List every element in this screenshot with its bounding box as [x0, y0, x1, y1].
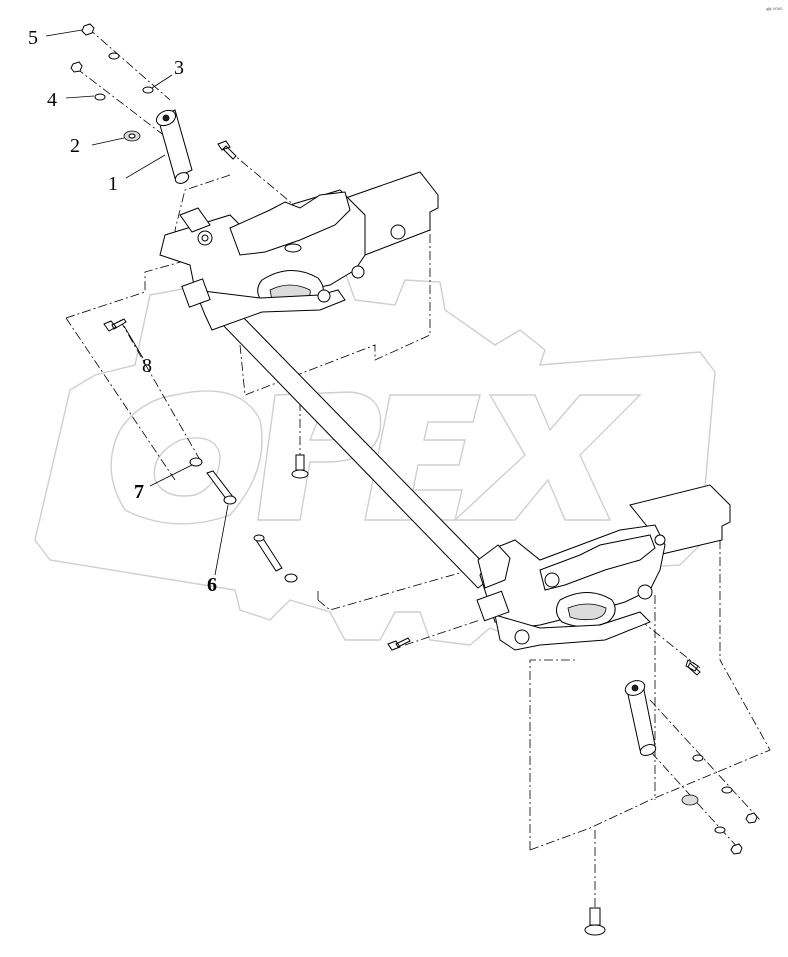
lower-bracket-assembly	[476, 484, 731, 651]
lower-pin-icon	[255, 536, 283, 572]
upper-bracket-nut	[351, 265, 365, 279]
bottom-bolt-icon	[589, 907, 601, 926]
bolt-8-icon	[103, 318, 127, 332]
callout-5: 5	[28, 27, 38, 49]
upper-arm-bolt-head	[317, 289, 331, 303]
lower-plane-outline	[317, 540, 771, 851]
lower-nut-2	[730, 843, 743, 855]
nut-4-icon	[70, 61, 83, 73]
reference-planes	[65, 27, 771, 910]
bolt-top-icon	[217, 140, 237, 160]
leader-3	[151, 74, 173, 89]
leader-2	[91, 137, 125, 146]
axis-nut-4	[75, 67, 171, 141]
leader-lines	[45, 29, 229, 576]
upper-bracket-slot	[284, 243, 302, 253]
lower-pivot-bushing	[476, 590, 510, 622]
lower-frame-bolt	[654, 534, 666, 546]
bushing-2-hole	[128, 133, 136, 139]
lower-pin-washer	[284, 573, 298, 583]
callout-8: 8	[142, 355, 152, 377]
leader-1	[125, 154, 166, 179]
leader-4	[65, 95, 95, 99]
leader-5	[45, 29, 83, 37]
upper-shock-mount-eye-inner	[201, 234, 209, 242]
callout-2: 2	[70, 135, 80, 157]
lower-bracket-hole-2	[637, 584, 653, 600]
lower-shock-absorber	[584, 659, 758, 936]
washer-4-icon	[94, 93, 106, 101]
leader-6	[214, 504, 229, 576]
upper-pivot-bushing	[181, 278, 211, 308]
lower-arm-nut	[514, 629, 530, 645]
lower-air-spring-band	[567, 603, 607, 621]
washer-near-5-icon	[108, 52, 120, 60]
upper-shock-top-bushing	[162, 114, 170, 122]
axis-bolt-8	[119, 319, 201, 461]
axis-bolt-lower-left	[404, 619, 481, 646]
callouts: 5 4 3 2 1 8 7 6	[28, 27, 217, 596]
lower-washer-1	[692, 754, 704, 762]
pin-6-head	[223, 495, 237, 505]
nut-5-icon	[81, 23, 95, 36]
center-bolt-icon	[295, 454, 305, 471]
bottom-bolt-head	[584, 924, 606, 936]
lower-trailing-arm	[494, 611, 651, 651]
upper-shock-mount-tab	[179, 207, 211, 233]
watermark-letter-o	[110, 390, 263, 525]
lower-left-bolt-icon	[387, 637, 411, 651]
right-bolt-icon	[685, 659, 701, 676]
lower-bracket-hole-1	[544, 572, 560, 588]
callout-4: 4	[47, 89, 57, 111]
axis-bolt-top	[227, 149, 301, 211]
center-bolt-head	[291, 469, 309, 479]
upper-bracket-hole	[390, 224, 406, 240]
lower-shock-bottom-eye	[639, 744, 657, 756]
axis-bolt-right	[639, 619, 701, 669]
callout-6: 6	[207, 574, 217, 596]
lower-pin-head	[253, 534, 265, 542]
washer-7-icon	[189, 457, 203, 467]
axis-nut-5	[87, 27, 171, 101]
upper-trailing-arm	[194, 289, 346, 331]
watermark-letter-x	[453, 394, 642, 521]
lower-nut-1	[745, 812, 758, 824]
lower-bracket-tab	[477, 544, 511, 589]
lower-bushing	[681, 794, 699, 806]
lower-washer-2	[721, 786, 733, 794]
callout-1: 1	[108, 173, 118, 195]
axis-lower-shock-hardware	[649, 699, 761, 821]
upper-shock-bottom-eye	[174, 172, 190, 184]
lower-washer-3	[714, 826, 726, 834]
leader-7	[149, 464, 193, 487]
callout-7: 7	[134, 481, 144, 503]
lower-shock-top-bushing	[631, 684, 639, 692]
lower-bracket-plate	[539, 534, 656, 591]
corner-mark: ᵃᴹ ⁰⁰⁰⁰	[766, 7, 783, 14]
upper-plane-outline	[65, 174, 431, 481]
upper-hardware	[70, 23, 237, 160]
lower-left-hardware	[253, 534, 411, 651]
washer-3-icon	[142, 86, 154, 94]
callout-3: 3	[174, 57, 184, 79]
leader-8	[123, 325, 144, 359]
upper-bracket-assembly	[159, 171, 439, 331]
upper-bracket-plate	[229, 191, 351, 256]
left-hardware	[103, 318, 309, 505]
upper-shock-absorber	[155, 109, 193, 184]
